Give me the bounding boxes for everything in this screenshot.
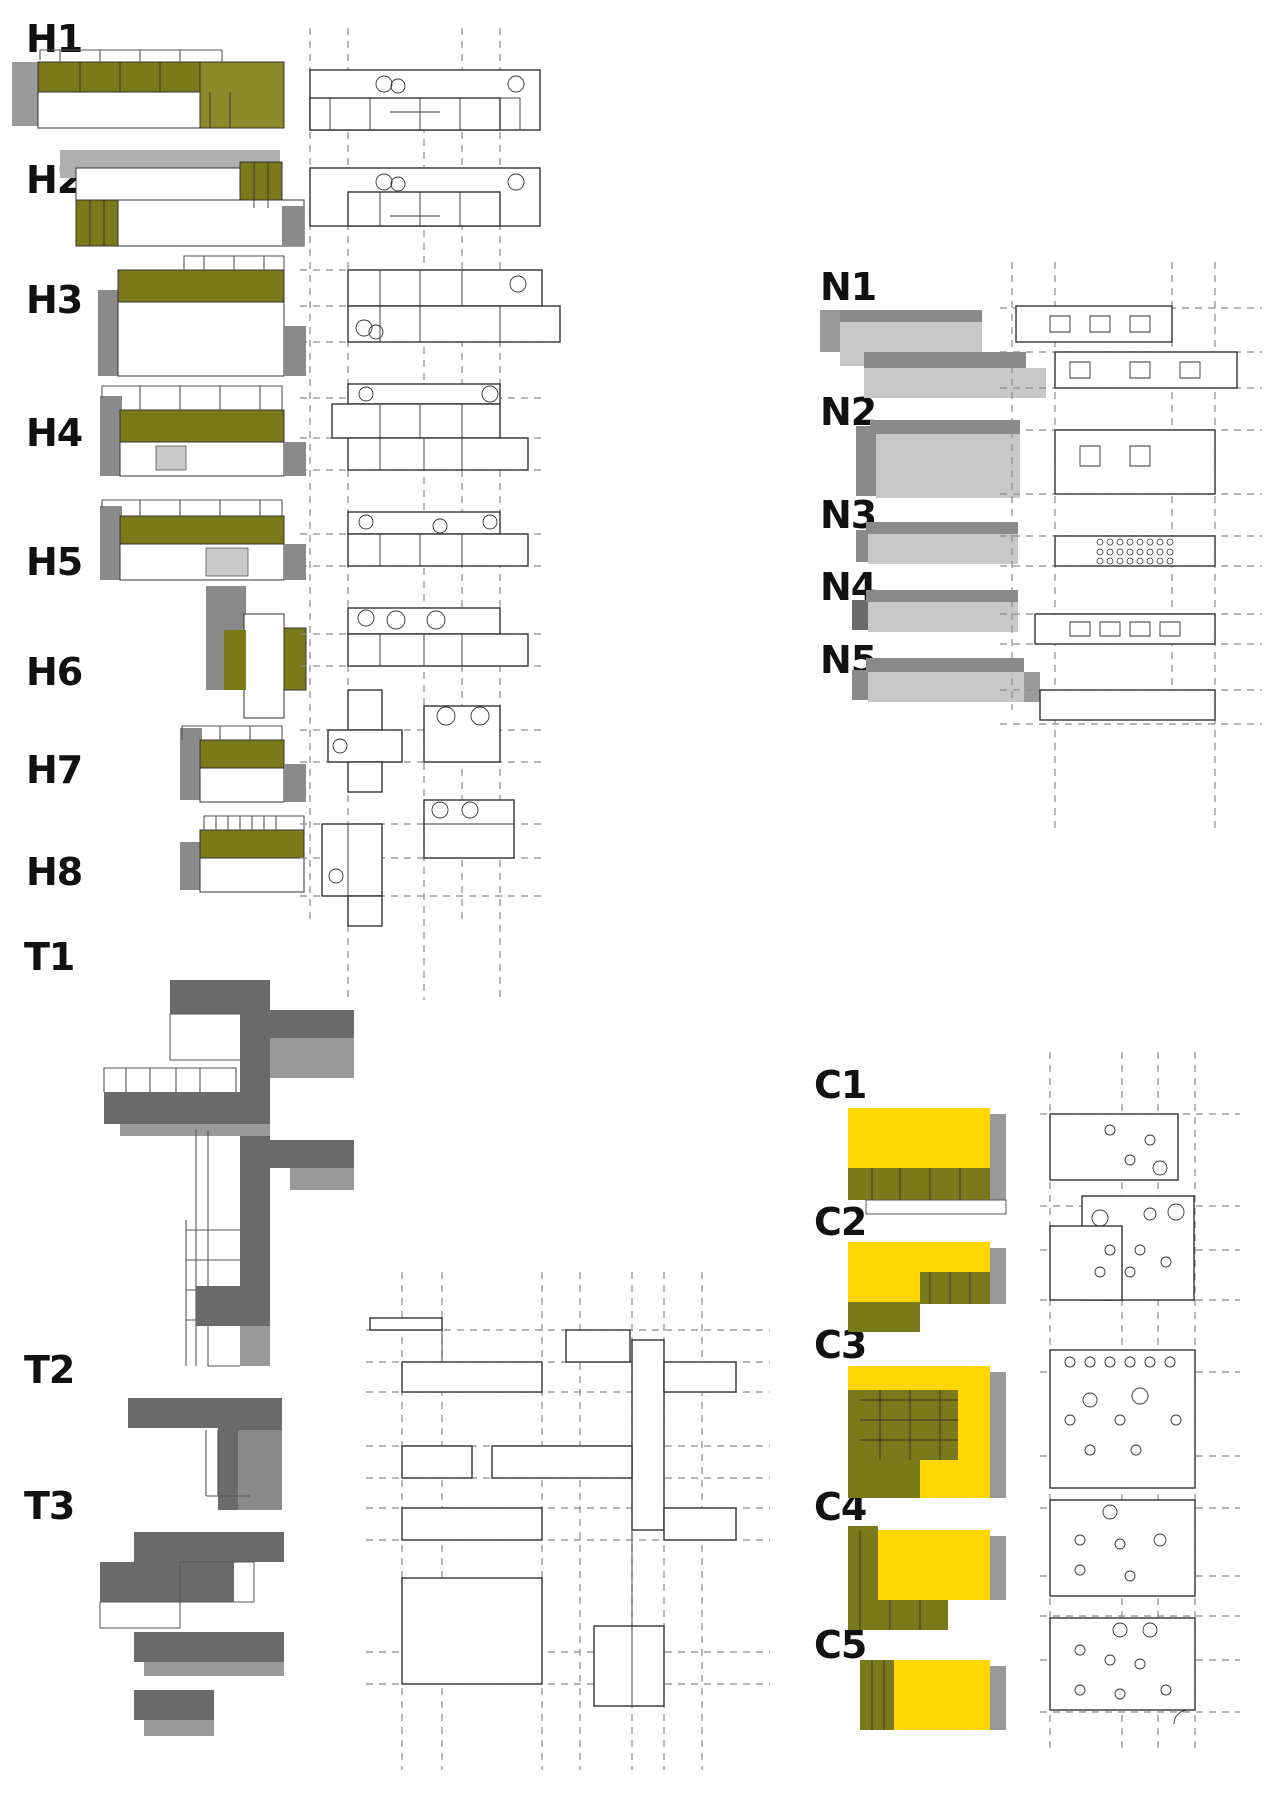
label-h1: H1 — [26, 17, 82, 61]
house-h6-axo — [206, 586, 307, 719]
label-t1: T1 — [24, 935, 74, 979]
label-n1: N1 — [820, 265, 876, 309]
label-c1: C1 — [814, 1063, 866, 1107]
house-h2-axo — [60, 150, 305, 247]
label-c5: C5 — [814, 1623, 866, 1667]
label-h6: H6 — [26, 650, 82, 694]
label-h5: H5 — [26, 540, 82, 584]
house-axonometrics — [12, 49, 307, 893]
office-axonometrics — [820, 310, 1046, 702]
label-c2: C2 — [814, 1200, 866, 1244]
tower-axonometrics — [99, 980, 354, 1736]
house-h7-axo — [180, 725, 306, 803]
tower-plans — [369, 1317, 737, 1707]
label-t2: T2 — [24, 1348, 74, 1392]
label-h3: H3 — [26, 278, 82, 322]
label-t3: T3 — [24, 1484, 74, 1528]
house-plans — [309, 69, 561, 927]
cafe-plans — [1049, 1113, 1196, 1725]
cafe-axonometrics — [848, 1108, 1007, 1730]
label-h4: H4 — [26, 411, 82, 455]
house-h8-axo — [180, 815, 305, 893]
house-h4-axo — [100, 385, 306, 477]
label-h8: H8 — [26, 850, 82, 894]
office-plans — [1015, 305, 1238, 721]
label-h7: H7 — [26, 748, 82, 792]
house-h5-axo — [100, 499, 306, 581]
house-h1-axo — [12, 49, 285, 129]
house-h3-axo — [98, 255, 306, 377]
